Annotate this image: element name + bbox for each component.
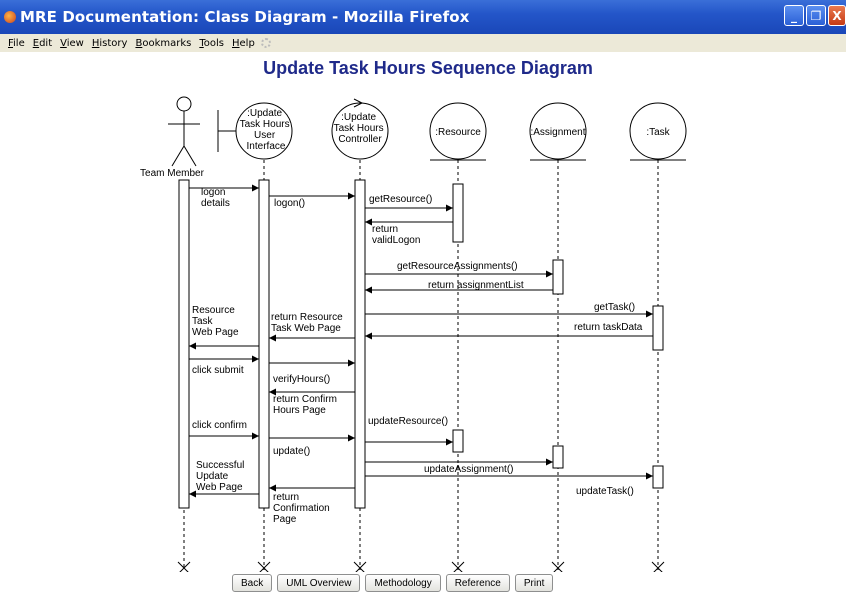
uml-overview-button[interactable]: UML Overview: [277, 574, 361, 592]
controller-lifeline-label: :Update Task Hours Controller: [334, 112, 387, 145]
team-member-actor: [168, 96, 200, 167]
window-titlebar[interactable]: MRE Documentation: Class Diagram - Mozil…: [0, 0, 846, 34]
msg-return-confirmation: return Confirmation Page: [273, 492, 332, 525]
msg-click-confirm: click confirm: [192, 420, 247, 431]
minimize-button[interactable]: _: [784, 5, 804, 26]
msg-successful-update: Successful Update Web Page: [196, 460, 247, 493]
msg-get-resource-assignments: getResourceAssignments(): [397, 261, 518, 272]
menu-history[interactable]: History: [91, 37, 128, 49]
page-content: Update Task Hours Sequence Diagram Team …: [10, 52, 846, 612]
maximize-button[interactable]: ❐: [806, 5, 826, 26]
firefox-icon: [4, 11, 16, 23]
msg-return-confirm-hours: return Confirm Hours Page: [273, 394, 340, 416]
menu-bookmarks[interactable]: Bookmarks: [135, 37, 192, 49]
menu-help[interactable]: Help: [232, 37, 255, 49]
menu-view[interactable]: View: [60, 37, 84, 49]
msg-return-task-data: return taskData: [574, 322, 643, 333]
msg-update-task: updateTask(): [576, 486, 634, 497]
msg-return-resource-task-page: return Resource Task Web Page: [271, 312, 345, 334]
methodology-button[interactable]: Methodology: [365, 574, 441, 592]
window-controls: _ ❐ X: [784, 5, 846, 26]
resource-entity-icon: [429, 102, 487, 160]
msg-resource-task-web-page: Resource Task Web Page: [192, 305, 239, 338]
menu-bar: File Edit View History Bookmarks Tools H…: [0, 34, 846, 52]
task-entity-icon: [629, 102, 687, 160]
reference-button[interactable]: Reference: [445, 574, 510, 592]
msg-get-resource: getResource(): [369, 194, 432, 205]
msg-logon-details: logon details: [201, 187, 230, 209]
msg-update-resource: updateResource(): [368, 416, 448, 427]
msg-update: update(): [273, 446, 310, 457]
msg-click-submit: click submit: [192, 365, 244, 376]
resource-lifeline-label: :Resource: [435, 127, 481, 138]
actor-label: Team Member: [140, 168, 205, 179]
msg-logon: logon(): [274, 198, 305, 209]
assignment-lifeline-label: :Assignment: [530, 127, 585, 138]
back-button[interactable]: Back: [232, 574, 273, 592]
sequence-diagram: Team Member :Update Task Hours User Inte…: [140, 96, 687, 572]
ui-boundary-icon: [217, 102, 293, 160]
print-button[interactable]: Print: [514, 574, 554, 592]
window-title: MRE Documentation: Class Diagram - Mozil…: [20, 8, 470, 26]
destroy-marks: [177, 561, 665, 572]
menu-file[interactable]: File: [8, 37, 25, 49]
controller-icon: [331, 98, 389, 160]
msg-return-assignment-list: return assignmentList: [428, 280, 524, 291]
msg-update-assignment: updateAssignment(): [424, 464, 514, 475]
msg-return-valid-logon: return validLogon: [372, 224, 420, 246]
task-lifeline-label: :Task: [646, 127, 670, 138]
loading-throbber-icon: [260, 38, 271, 48]
menu-tools[interactable]: Tools: [199, 37, 224, 49]
msg-verify-hours: verifyHours(): [273, 374, 330, 385]
message-arrows: [189, 184, 653, 498]
page-title: Update Task Hours Sequence Diagram: [263, 58, 593, 78]
page-nav: Back UML Overview Methodology Reference …: [232, 574, 554, 592]
ui-lifeline-label: :Update Task Hours User Interface: [240, 108, 293, 152]
msg-get-task: getTask(): [594, 302, 635, 313]
activation-bars: [178, 179, 664, 509]
close-button[interactable]: X: [828, 5, 846, 26]
assignment-entity-icon: [529, 102, 587, 160]
menu-edit[interactable]: Edit: [32, 37, 53, 49]
